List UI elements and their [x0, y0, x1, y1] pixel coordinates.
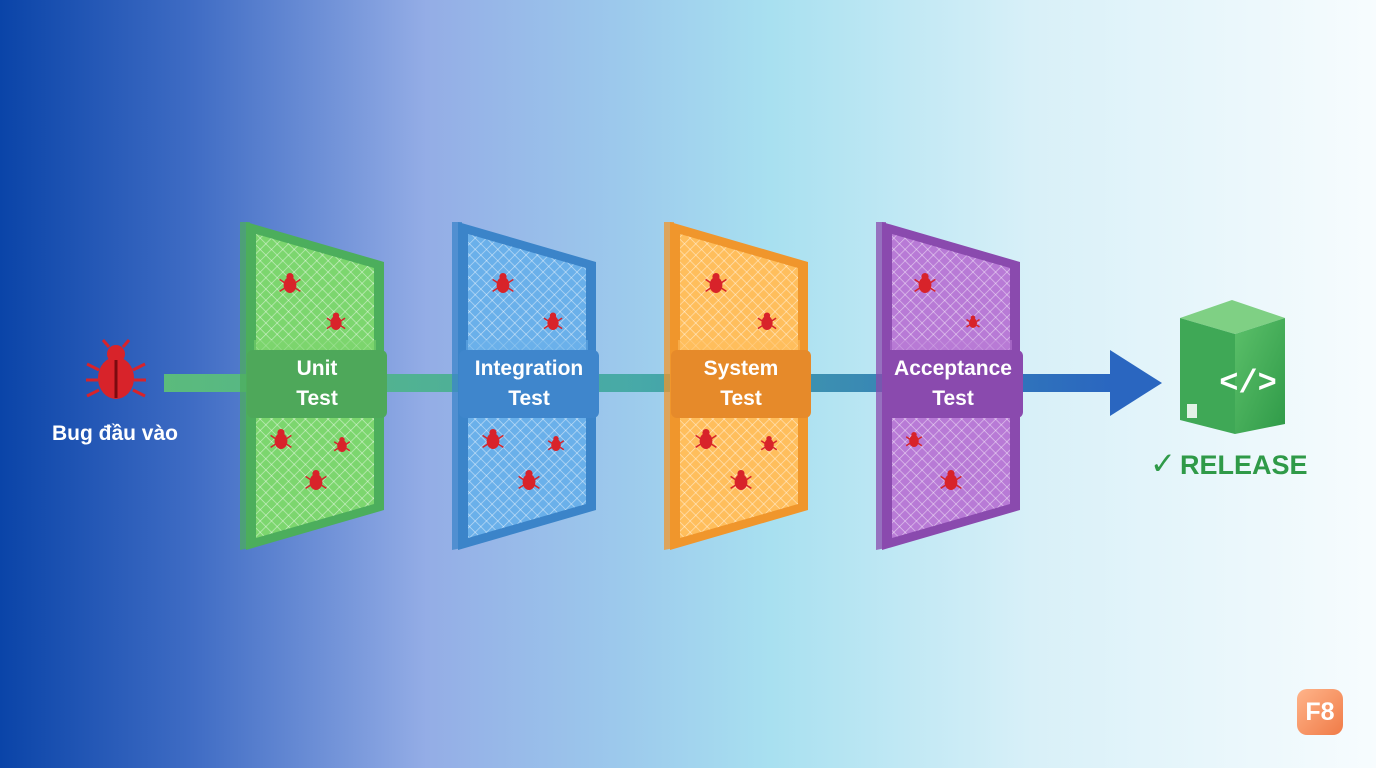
bug-icon	[492, 273, 514, 293]
bug-icon	[966, 315, 980, 328]
bug-icon	[270, 429, 292, 449]
bug-icon	[705, 273, 727, 293]
release-label: ✓RELEASE	[1150, 446, 1330, 482]
bug-icon	[547, 436, 565, 451]
bug-icon	[518, 470, 540, 490]
bug-icon	[482, 429, 504, 449]
checkmark-icon: ✓	[1150, 446, 1176, 481]
bug-icon	[695, 429, 717, 449]
bug-icon	[86, 339, 146, 399]
bug-icon	[333, 437, 351, 452]
stage-label-line2: Test	[720, 387, 762, 410]
bug-icon	[905, 432, 923, 447]
stage-label-line1: Integration	[474, 357, 584, 380]
bug-icon	[730, 470, 752, 490]
bug-icon	[305, 470, 327, 490]
bug-icon	[940, 470, 962, 490]
bug-icon	[279, 273, 301, 293]
stage-label-line1: System	[703, 357, 779, 380]
bug-icon	[326, 312, 346, 330]
code-box-icon: </>	[1180, 300, 1285, 434]
stage-label-line1: Acceptance	[894, 357, 1012, 380]
stage-label-line2: Test	[508, 387, 550, 410]
input-label: Bug đầu vào	[51, 422, 178, 445]
stage-label-line2: Test	[296, 387, 338, 410]
f8-logo: F8	[1297, 689, 1343, 735]
bug-icon	[760, 436, 778, 451]
svg-text:</>: </>	[1219, 365, 1277, 402]
flow-arrow-head	[1110, 350, 1162, 416]
stage-label-line1: Unit	[296, 357, 338, 380]
stage-label-line2: Test	[932, 387, 974, 410]
release-text: RELEASE	[1179, 450, 1308, 480]
bug-icon	[757, 312, 777, 330]
bug-icon	[914, 273, 936, 293]
bug-icon	[543, 312, 563, 330]
